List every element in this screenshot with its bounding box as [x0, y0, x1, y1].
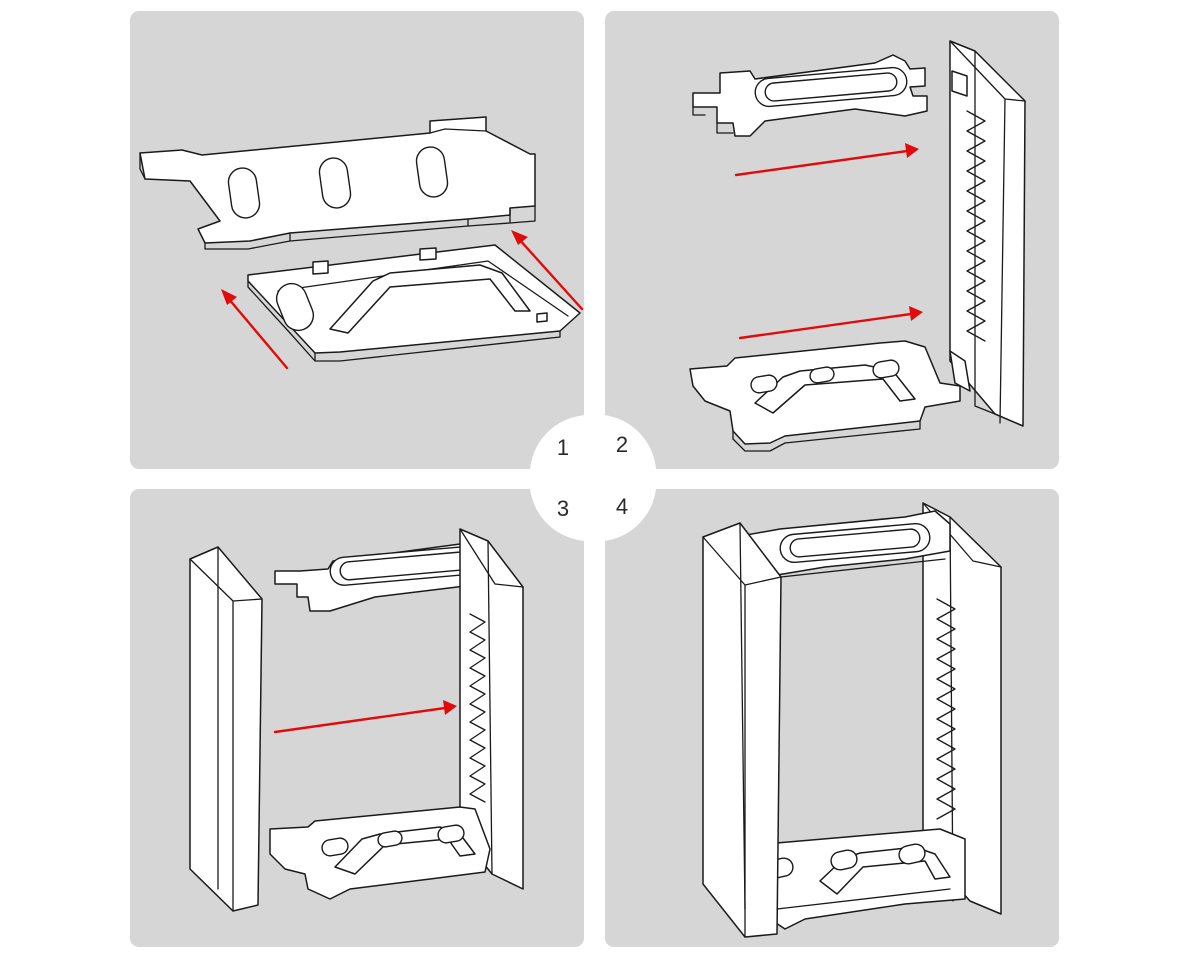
slide-arrow-right [511, 230, 584, 311]
side-rail [949, 40, 1026, 427]
slide-arrow-bottom [738, 306, 923, 340]
step-3-illustration [189, 528, 524, 912]
loose-side-panel [189, 546, 263, 912]
step-2-number: 2 [615, 432, 629, 457]
assembled-top-base [734, 510, 951, 578]
step-4-panel [605, 489, 1059, 947]
bottom-base [689, 340, 961, 452]
step-4-illustration [702, 502, 1002, 938]
top-base [692, 54, 928, 137]
frame-top-base [274, 535, 491, 612]
step-1-number: 1 [556, 435, 570, 460]
step-2-illustration [689, 40, 1026, 452]
upper-base-plate [139, 116, 536, 250]
assembled-left-rail [702, 522, 951, 938]
step-3-number: 3 [556, 496, 570, 521]
slide-arrow-side [273, 700, 457, 734]
step-3-panel [130, 489, 584, 947]
step-1-panel [130, 11, 584, 469]
slide-arrow-left [221, 289, 289, 370]
step-2-panel [605, 11, 1059, 469]
assembled-bottom-base [764, 828, 966, 930]
step-1-illustration [139, 116, 584, 370]
slide-arrow-top [734, 143, 919, 177]
step-4-number: 4 [615, 494, 629, 519]
lower-base-plate [247, 244, 581, 362]
frame-bottom-base [269, 806, 491, 900]
